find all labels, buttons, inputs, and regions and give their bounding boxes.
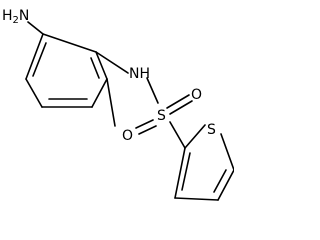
sulfonamide-nh-label: NH (129, 66, 150, 82)
bond-ring-5 (25, 78, 43, 108)
bond-ring-1 (42, 33, 97, 53)
sulfonyl-s-label: S (157, 108, 166, 124)
bond-amine (27, 21, 44, 35)
structure-canvas: H2N NH S O O S (2, 8, 234, 201)
bond-thio-2 (220, 133, 234, 171)
bond-s-o-top-b (169, 100, 193, 115)
chemical-structure: H2N NH S O O S (2, 8, 234, 201)
bond-ring-3 (91, 78, 108, 108)
bond-methyl (106, 78, 116, 127)
bond-s-o-bottom-a (135, 119, 154, 129)
bond-s-o-top-a (166, 94, 190, 109)
amine-label: H2N (2, 8, 29, 26)
bond-ring-inner-1 (32, 42, 47, 77)
oxygen-top-label: O (191, 87, 202, 103)
bond-thio-4 (174, 197, 219, 201)
bond-thio-inner-2 (213, 169, 227, 193)
bond-ring-inner-3 (90, 57, 100, 79)
bond-ring-nh (95, 51, 129, 74)
thiophene-s-label: S (207, 122, 216, 138)
bond-thio-3 (217, 169, 234, 201)
bond-thio-5 (174, 147, 186, 199)
bond-s-o-bottom-b (138, 125, 157, 135)
bond-ring-2 (95, 51, 108, 80)
bond-ring-6 (25, 33, 44, 80)
oxygen-bottom-label: O (122, 128, 133, 144)
bond-nh-s (146, 77, 159, 104)
bond-thio-inner-1 (181, 152, 191, 191)
bond-thio-1 (184, 124, 206, 149)
bond-s-thiophene (169, 121, 186, 149)
